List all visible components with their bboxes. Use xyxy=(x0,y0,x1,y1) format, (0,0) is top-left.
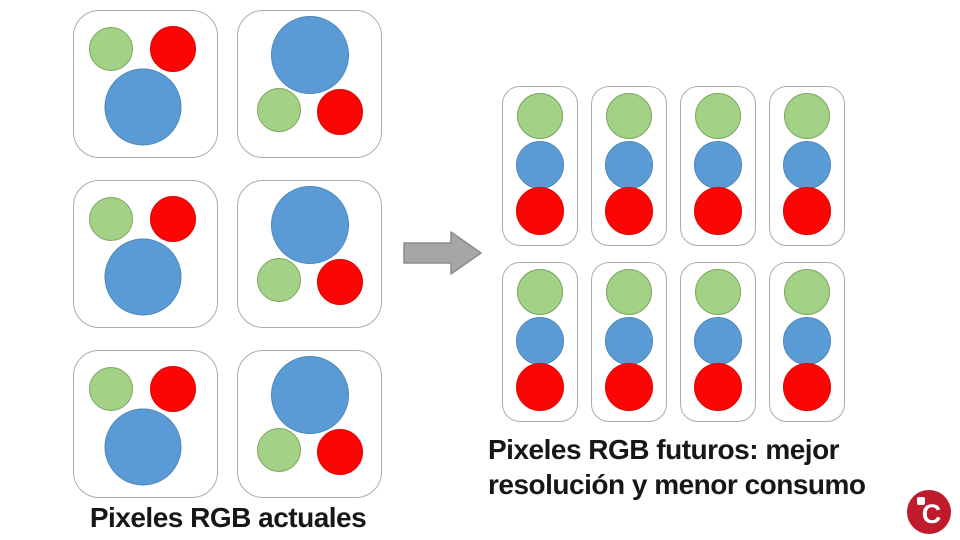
subpixel-green xyxy=(695,93,741,140)
future-pixel-strip xyxy=(769,86,845,246)
subpixel-blue xyxy=(694,141,742,190)
subpixel-blue xyxy=(104,408,182,486)
future-pixel-strip xyxy=(502,262,578,422)
future-pixels-caption-line2: resolución y menor consumo xyxy=(488,469,866,500)
subpixel-blue xyxy=(270,355,349,434)
arrow-right-icon xyxy=(403,231,482,275)
current-pixel-tile xyxy=(73,10,218,158)
future-pixels-caption: Pixeles RGB futuros: mejor resolución y … xyxy=(488,432,908,502)
subpixel-red xyxy=(316,259,363,306)
subpixel-blue xyxy=(516,317,564,366)
subpixel-green xyxy=(517,269,563,316)
logo-letter: C xyxy=(921,499,942,529)
subpixel-red xyxy=(694,187,742,236)
future-pixels-caption-line1: Pixeles RGB futuros: mejor xyxy=(488,434,840,465)
subpixel-blue xyxy=(605,317,653,366)
subpixel-blue xyxy=(104,238,182,316)
subpixel-green xyxy=(517,93,563,140)
subpixel-red xyxy=(605,363,653,412)
subpixel-red xyxy=(783,363,831,412)
subpixel-green xyxy=(784,93,830,140)
subpixel-red xyxy=(316,89,363,136)
current-pixel-tile xyxy=(73,180,218,328)
subpixel-green xyxy=(89,196,134,241)
current-pixels-grid xyxy=(73,10,382,498)
future-pixel-strip xyxy=(680,86,756,246)
current-pixel-tile xyxy=(237,10,382,158)
subpixel-red xyxy=(694,363,742,412)
logo-i-dot-icon xyxy=(917,497,925,505)
future-pixel-strip xyxy=(502,86,578,246)
subpixel-red xyxy=(149,25,196,72)
subpixel-blue xyxy=(783,141,831,190)
subpixel-red xyxy=(149,365,196,412)
subpixel-green xyxy=(606,93,652,140)
subpixel-blue xyxy=(270,185,349,264)
subpixel-blue xyxy=(694,317,742,366)
brand-logo: C xyxy=(907,490,951,534)
subpixel-green xyxy=(695,269,741,316)
subpixel-green xyxy=(784,269,830,316)
subpixel-red xyxy=(516,363,564,412)
current-pixel-tile xyxy=(237,350,382,498)
subpixel-green xyxy=(257,88,302,133)
subpixel-green xyxy=(89,26,134,71)
subpixel-blue xyxy=(104,68,182,146)
subpixel-red xyxy=(316,429,363,476)
subpixel-blue xyxy=(783,317,831,366)
arrow-right-shape xyxy=(403,231,482,275)
current-pixel-tile xyxy=(237,180,382,328)
subpixel-blue xyxy=(270,15,349,94)
current-pixels-caption: Pixeles RGB actuales xyxy=(89,502,367,533)
future-pixel-strip xyxy=(591,86,667,246)
subpixel-blue xyxy=(516,141,564,190)
subpixel-blue xyxy=(605,141,653,190)
subpixel-green xyxy=(257,258,302,303)
current-pixel-tile xyxy=(73,350,218,498)
future-pixel-strip xyxy=(769,262,845,422)
future-pixels-grid xyxy=(502,86,845,422)
future-pixel-strip xyxy=(591,262,667,422)
subpixel-red xyxy=(516,187,564,236)
subpixel-red xyxy=(605,187,653,236)
subpixel-red xyxy=(149,195,196,242)
subpixel-green xyxy=(606,269,652,316)
subpixel-green xyxy=(89,366,134,411)
subpixel-red xyxy=(783,187,831,236)
subpixel-green xyxy=(257,428,302,473)
future-pixel-strip xyxy=(680,262,756,422)
